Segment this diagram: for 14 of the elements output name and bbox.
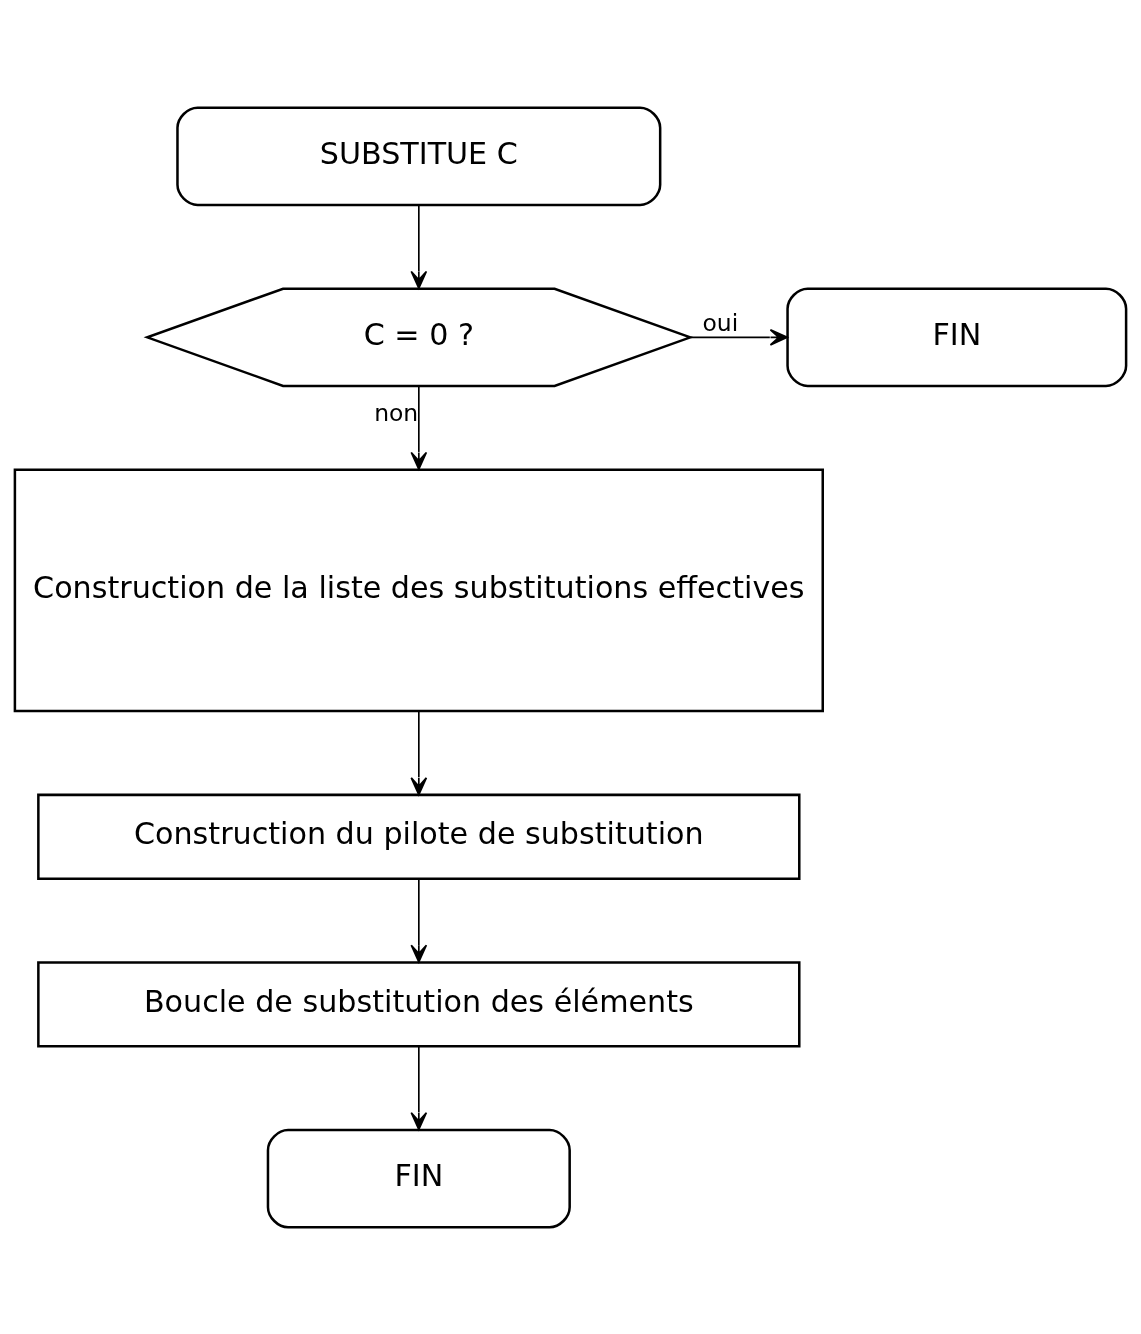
node-box: FIN [266, 1128, 571, 1229]
edge-label: oui [702, 308, 739, 337]
edge-label: non [374, 398, 419, 427]
arrow [410, 877, 428, 963]
node-box: FIN [786, 286, 1128, 387]
arrow [410, 203, 428, 289]
arrow [689, 328, 789, 346]
arrow [410, 710, 428, 795]
arrow [410, 1045, 428, 1130]
node-box: Construction de la liste des substitutions effectives [13, 467, 824, 712]
node-box: Boucle de substitution des éléments [37, 960, 801, 1048]
arrow [410, 384, 428, 470]
node-box: Construction du pilote de substitution [37, 793, 801, 880]
node-box: SUBSTITUE C [176, 105, 662, 206]
